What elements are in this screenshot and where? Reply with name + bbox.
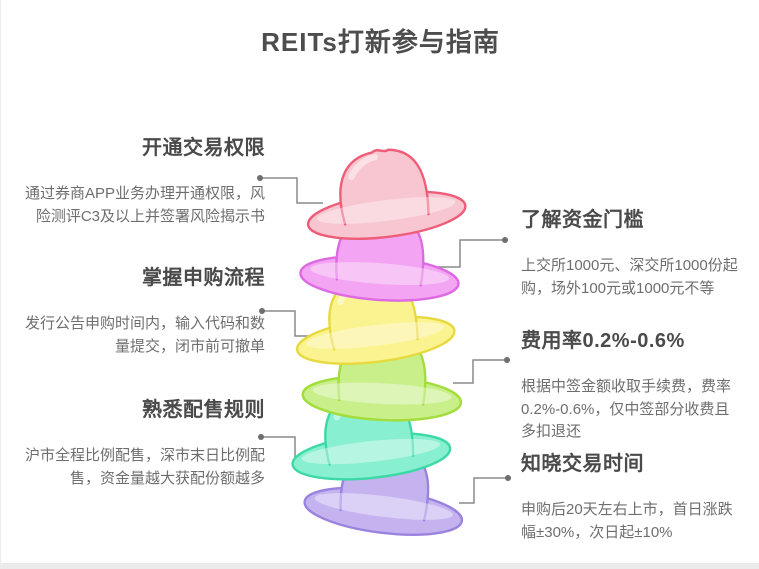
step-heading: 知晓交易时间 [521, 453, 644, 475]
step-block-allotment-rules: 熟悉配售规则 沪市全程比例配售，深市末日比例配售，资金量越大获配份额越多 [23, 393, 265, 490]
step-body: 通过券商APP业务办理开通权限，风险测评C3及以上并签署风险揭示书 [24, 185, 265, 225]
connector-dot [259, 308, 265, 314]
step-block-capital-threshold: 了解资金门槛 上交所1000元、深交所1000份起购，场外100元或1000元不… [521, 203, 743, 300]
step-heading: 费用率0.2%-0.6% [521, 330, 685, 352]
step-body: 申购后20天左右上市，首日涨跌幅±30%，次日起±10% [521, 501, 733, 541]
hat-pink [300, 140, 468, 246]
step-block-open-permission: 开通交易权限 通过券商APP业务办理开通权限，风险测评C3及以上并签署风险揭示书 [23, 131, 265, 228]
connector-dot [502, 237, 508, 243]
step-heading: 了解资金门槛 [521, 209, 644, 231]
connector-line [260, 177, 323, 204]
step-block-fee-rate: 费用率0.2%-0.6% 根据中签金额收取手续费，费率0.2%-0.6%，仅中签… [521, 324, 743, 444]
step-block-trading-time: 知晓交易时间 申购后20天左右上市，首日涨跌幅±30%，次日起±10% [521, 447, 743, 544]
step-body: 发行公告申购时间内，输入代码和数量提交，闭市前可撤单 [24, 315, 265, 355]
connector-dot [257, 175, 263, 181]
connector-line [459, 477, 508, 504]
connector-dot [258, 434, 264, 440]
step-heading: 开通交易权限 [142, 137, 265, 159]
step-heading: 掌握申购流程 [142, 267, 265, 289]
connector-line [453, 359, 507, 384]
step-body: 沪市全程比例配售，深市末日比例配售，资金量越大获配份额越多 [24, 447, 265, 487]
step-heading: 熟悉配售规则 [142, 399, 265, 421]
connector-dot [504, 357, 510, 363]
connector-dot [505, 475, 511, 481]
page-title: REITs打新参与指南 [261, 27, 500, 57]
step-block-subscription-process: 掌握申购流程 发行公告申购时间内，输入代码和数量提交，闭市前可撤单 [23, 261, 265, 358]
step-body: 根据中签金额收取手续费，费率0.2%-0.6%，仅中签部分收费且多扣退还 [521, 378, 732, 440]
step-body: 上交所1000元、深交所1000份起购，场外100元或1000元不等 [521, 257, 738, 297]
bottom-scroll-track [1, 563, 759, 569]
connector-line [437, 239, 505, 268]
